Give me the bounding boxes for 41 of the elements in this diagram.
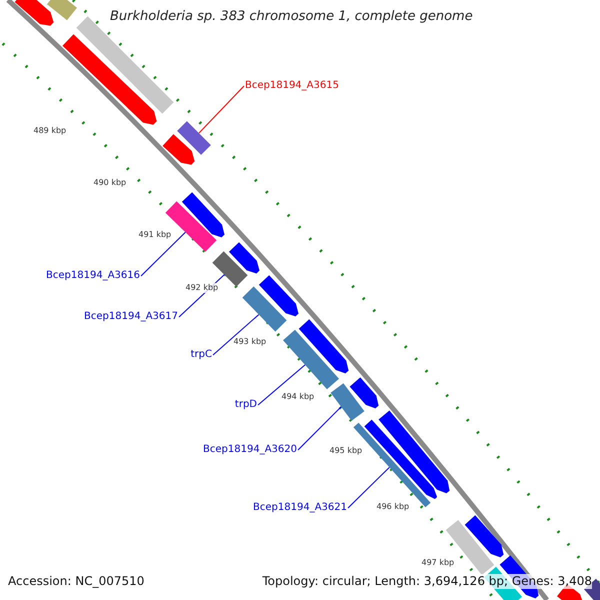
gene-feature [350, 377, 379, 408]
leader-line [140, 232, 186, 276]
leader-line [212, 314, 260, 356]
leader-line [198, 86, 244, 134]
genome-summary-text: Topology: circular; Length: 3,694,126 bp; Genes: 3,408 [262, 574, 592, 589]
title: Burkholderia sp. 383 chromosome 1, complete genome [110, 9, 473, 24]
position-label: 490 kbp [94, 178, 126, 188]
gene-feature [182, 192, 224, 238]
position-label: 492 kbp [186, 283, 218, 293]
gene-label: trpD [234, 399, 257, 411]
gene-feature [162, 134, 195, 165]
gene-feature [364, 420, 438, 499]
leader-line [298, 406, 342, 450]
gene-label: Bcep18194_A3615 [245, 80, 339, 92]
position-label: 491 kbp [138, 230, 172, 240]
gene-label: trpC [190, 349, 212, 361]
gene-label: Bcep18194_A3620 [203, 444, 297, 456]
gene-feature [258, 275, 298, 316]
position-label: 493 kbp [234, 337, 266, 347]
accession-text: Accession: NC_007510 [8, 574, 144, 589]
gene-feature [229, 242, 260, 274]
gene-feature [62, 34, 157, 125]
gene-feature [378, 410, 450, 494]
leader-line [258, 364, 306, 406]
gene-bar [242, 286, 287, 332]
leader-line [348, 466, 390, 508]
gene-bar [283, 330, 339, 390]
position-label: 495 kbp [330, 446, 362, 456]
gene-bar [330, 383, 364, 421]
gene-label: Bcep18194_A3616 [46, 270, 140, 282]
gene-label: Bcep18194_A3617 [84, 311, 178, 323]
position-label: 494 kbp [282, 392, 314, 402]
position-label: 497 kbp [422, 558, 454, 568]
gene-feature [14, 0, 54, 26]
gene-bar [47, 0, 77, 20]
gene-feature [298, 319, 349, 374]
position-label: 489 kbp [34, 126, 66, 136]
gene-feature [464, 515, 504, 558]
gene-label: Bcep18194_A3621 [253, 502, 347, 514]
position-label: 496 kbp [376, 502, 410, 512]
gene-bar [177, 121, 211, 155]
